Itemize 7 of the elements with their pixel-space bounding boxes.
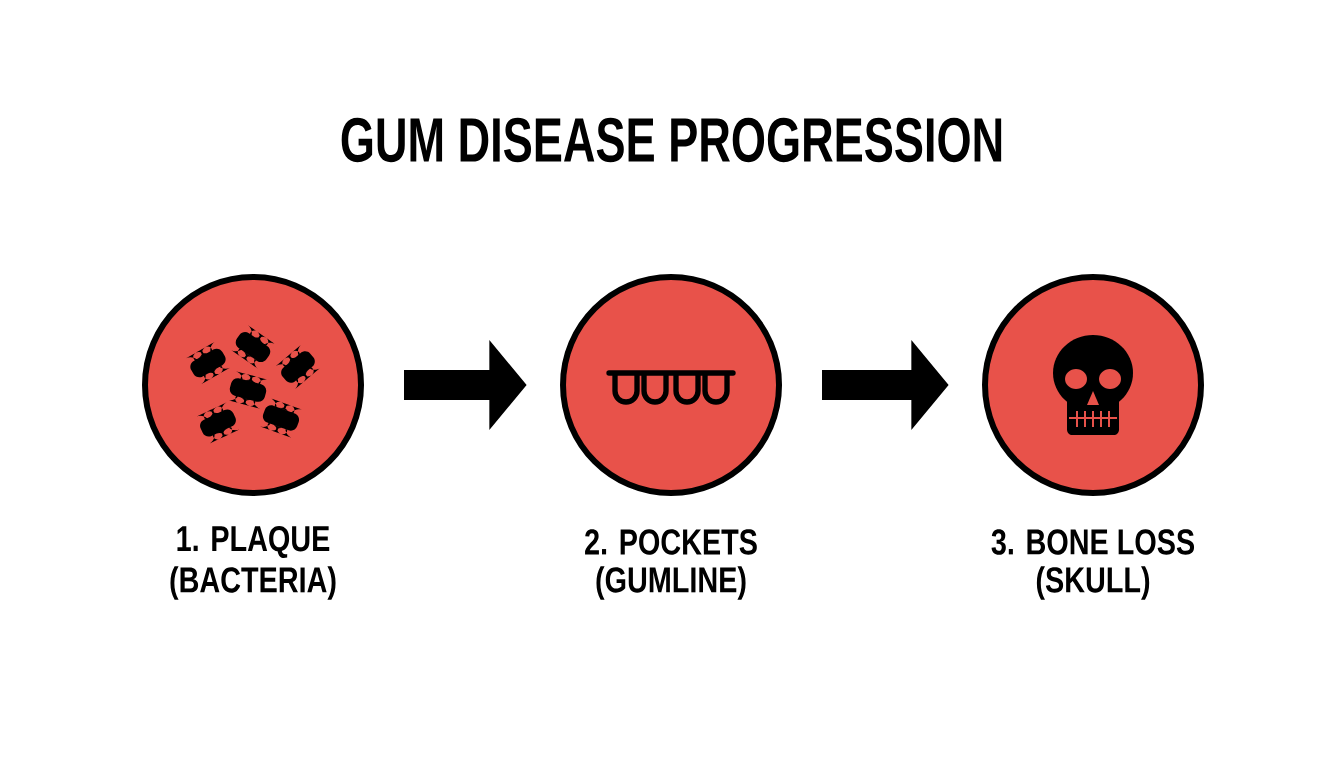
step-label: 1. PLAQUE	[177, 525, 330, 559]
title: GUM DISEASE PROGRESSION	[341, 117, 1002, 163]
step-label: 2. POCKETS	[585, 529, 757, 555]
step-label: 3. BONE LOSS	[991, 529, 1195, 555]
step-label: (GUMLINE)	[596, 566, 746, 600]
step-label: (BACTERIA)	[170, 566, 336, 600]
step-label: (SKULL)	[1036, 566, 1150, 600]
